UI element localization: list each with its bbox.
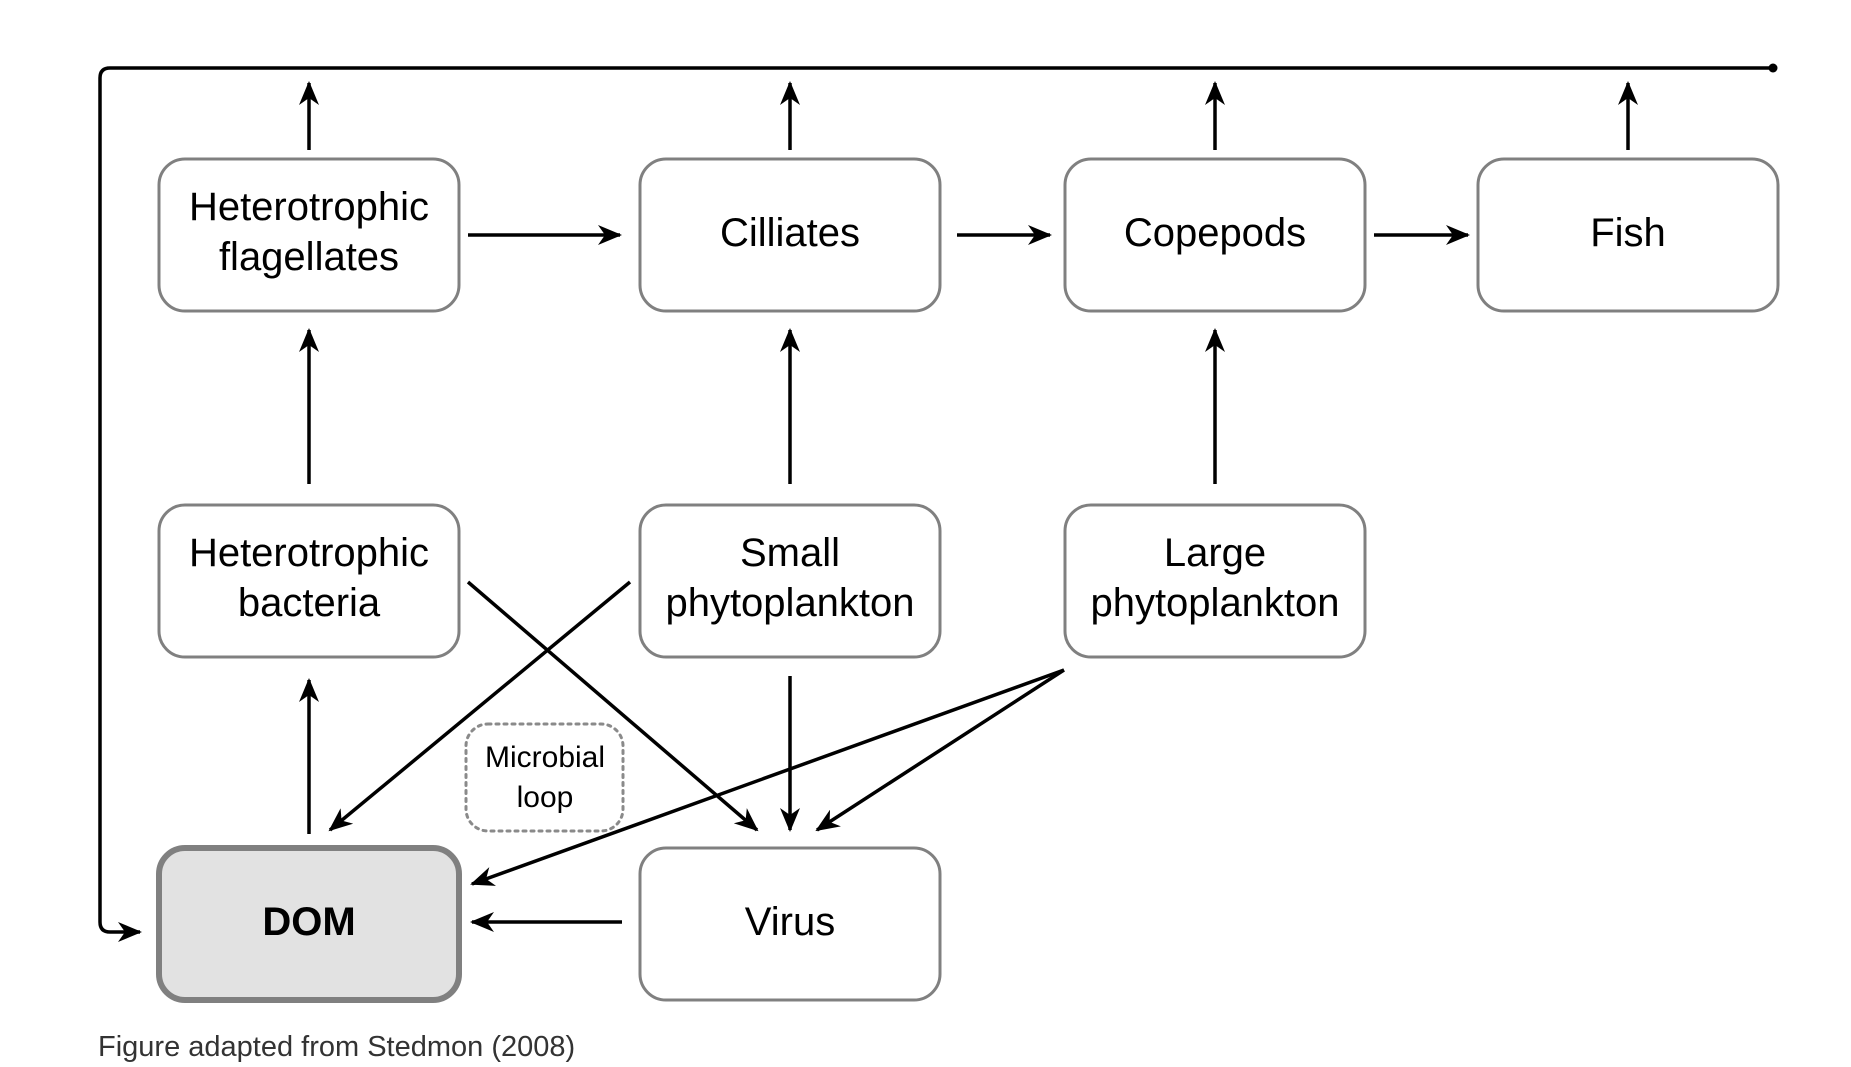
node-heterotrophic-flagellates-label-2: flagellates: [219, 235, 399, 279]
node-virus-label: Virus: [745, 900, 835, 944]
arrow-small-phyto-to-dom: [328, 580, 632, 832]
node-dom-label: DOM: [262, 900, 355, 944]
node-large-phytoplankton-label-2: phytoplankton: [1090, 581, 1339, 625]
node-heterotrophic-bacteria-label-1: Heterotrophic: [189, 531, 429, 575]
node-cilliates: Cilliates: [638, 157, 942, 313]
nodes: Heterotrophic flagellates Cilliates Cope…: [156, 157, 1780, 1003]
node-small-phytoplankton-label-1: Small: [740, 531, 840, 575]
node-dom: DOM: [156, 845, 462, 1003]
node-copepods-label: Copepods: [1124, 211, 1306, 255]
node-virus: Virus: [638, 846, 942, 1002]
node-small-phytoplankton: Small phytoplankton: [638, 503, 942, 659]
node-copepods: Copepods: [1063, 157, 1367, 313]
microbial-loop-label-1: Microbial: [485, 741, 605, 774]
microbial-loop-label-2: loop: [517, 781, 574, 814]
node-heterotrophic-flagellates: Heterotrophic flagellates: [157, 157, 461, 313]
node-heterotrophic-bacteria: Heterotrophic bacteria: [157, 503, 461, 659]
arrow-large-phyto-to-dom: [470, 668, 1065, 886]
node-cilliates-label: Cilliates: [720, 211, 860, 255]
edges: [98, 63, 1778, 942]
microbial-loop-annotation: Microbial loop: [464, 722, 625, 833]
node-fish: Fish: [1476, 157, 1780, 313]
node-fish-label: Fish: [1590, 211, 1666, 255]
node-heterotrophic-bacteria-label-2: bacteria: [238, 581, 381, 625]
arrow-large-phyto-to-virus: [815, 668, 1065, 832]
node-large-phytoplankton: Large phytoplankton: [1063, 503, 1367, 659]
return-arrow-to-dom: [98, 63, 1778, 942]
arrow-bacteria-to-virus: [466, 580, 759, 832]
node-small-phytoplankton-label-2: phytoplankton: [665, 581, 914, 625]
node-heterotrophic-flagellates-label-1: Heterotrophic: [189, 185, 429, 229]
figure-caption: Figure adapted from Stedmon (2008): [98, 1031, 575, 1063]
node-large-phytoplankton-label-1: Large: [1164, 531, 1266, 575]
